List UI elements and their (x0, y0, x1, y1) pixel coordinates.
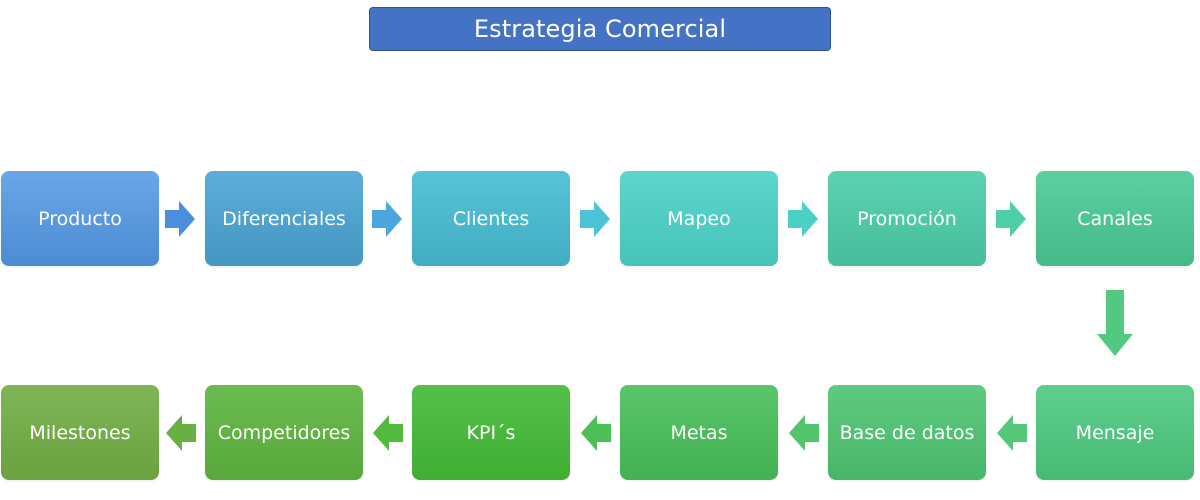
down-arrow-icon (1097, 290, 1133, 356)
step-label: Mensaje (1075, 421, 1155, 444)
step-mapeo: Mapeo (620, 171, 778, 266)
step-clientes: Clientes (412, 171, 570, 266)
step-label: Producto (38, 207, 122, 230)
step-mensaje: Mensaje (1036, 385, 1194, 480)
step-label: Clientes (452, 207, 530, 230)
right-arrow-icon (372, 201, 402, 237)
left-arrow-icon (166, 415, 196, 451)
step-metas: Metas (620, 385, 778, 480)
right-arrow-icon (580, 201, 610, 237)
step-label: Promoción (857, 207, 957, 230)
step-label: Canales (1077, 207, 1153, 230)
step-base-de-datos: Base de datos (828, 385, 986, 480)
step-label: Mapeo (667, 207, 731, 230)
step-canales: Canales (1036, 171, 1194, 266)
left-arrow-icon (581, 415, 611, 451)
diagram-title: Estrategia Comercial (369, 7, 831, 51)
step-milestones: Milestones (1, 385, 159, 480)
step-diferenciales: Diferenciales (205, 171, 363, 266)
left-arrow-icon (997, 415, 1027, 451)
step-label: Metas (670, 421, 728, 444)
step-promocion: Promoción (828, 171, 986, 266)
step-label: Milestones (29, 421, 131, 444)
right-arrow-icon (788, 201, 818, 237)
step-label: KPI´s (466, 421, 516, 444)
right-arrow-icon (165, 201, 195, 237)
step-label: Base de datos (839, 421, 975, 444)
left-arrow-icon (789, 415, 819, 451)
step-label: Diferenciales (222, 207, 346, 230)
step-kpis: KPI´s (412, 385, 570, 480)
step-competidores: Competidores (205, 385, 363, 480)
step-producto: Producto (1, 171, 159, 266)
step-label: Competidores (217, 421, 351, 444)
left-arrow-icon (373, 415, 403, 451)
right-arrow-icon (996, 201, 1026, 237)
